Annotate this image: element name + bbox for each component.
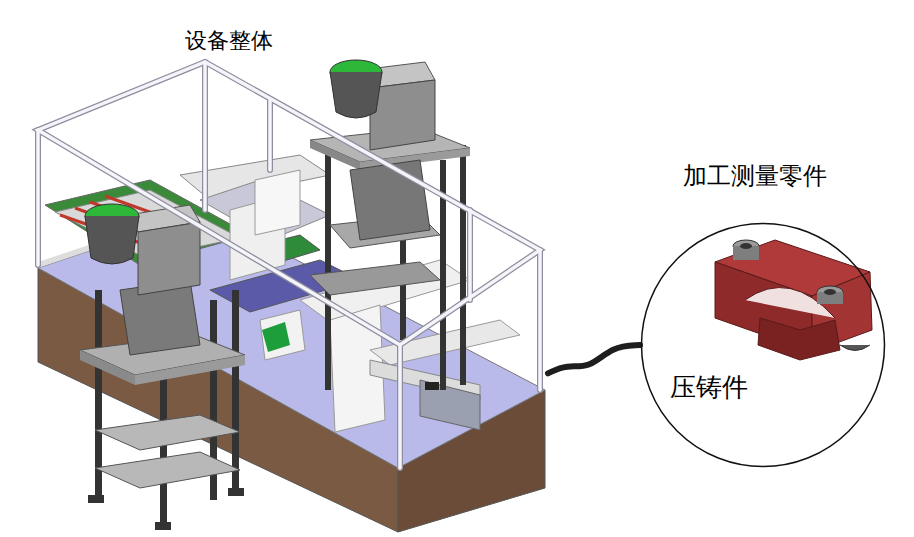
right-press-shape: [330, 72, 382, 118]
right-press-shape: [325, 150, 331, 390]
work-table-parts-shape: [262, 322, 290, 352]
heading-label: 设备整体: [185, 28, 273, 54]
left-press-shape: [80, 350, 135, 385]
machine-frame-shape: [270, 100, 470, 300]
detail-circle: 加工测量零件压铸件: [640, 222, 886, 468]
left-press-shape: [88, 495, 104, 503]
cable: [548, 345, 640, 373]
left-press-shape: [138, 222, 200, 295]
left-press: [80, 204, 245, 530]
work-table-parts-shape: [260, 310, 305, 360]
machine-frame-shape: [270, 100, 470, 300]
left-press-shape: [135, 355, 245, 385]
right-press-shape: [370, 80, 435, 150]
circle-outline: [640, 222, 886, 468]
left-press-shape: [228, 488, 244, 496]
machine-frame-shape: [38, 62, 540, 468]
machine-frame-shape: [38, 62, 540, 468]
machine-frame-shape: [38, 62, 540, 345]
left-press-shape: [95, 415, 240, 450]
heading-label: 加工测量零件: [683, 162, 827, 191]
die-cast-part-shape: [740, 243, 752, 249]
right-press-shape: [350, 160, 430, 240]
die-cast-part-shape: [840, 345, 870, 351]
work-table-parts-shape: [425, 382, 439, 390]
left-press-shape: [232, 290, 239, 490]
die-cast-part-shape: [824, 289, 836, 295]
machine-frame: [38, 62, 540, 468]
circle-outline: [642, 224, 885, 467]
machine-frame-shape: [38, 62, 540, 468]
right-press-shape: [460, 145, 466, 385]
machine-frame-shape: [38, 62, 540, 468]
left-press-shape: [95, 452, 240, 488]
equipment-area: 设备整体: [30, 18, 548, 533]
left-press-shape: [85, 216, 139, 264]
die-cast-part-shape: [758, 318, 840, 360]
machine-frame-shape: [38, 62, 540, 345]
left-press-shape: [155, 522, 171, 530]
part-label: 压铸件: [670, 372, 748, 403]
work-table-parts-shape: [420, 380, 480, 430]
right-press-shape: [310, 262, 440, 295]
work-table-parts-shape: [255, 170, 300, 235]
